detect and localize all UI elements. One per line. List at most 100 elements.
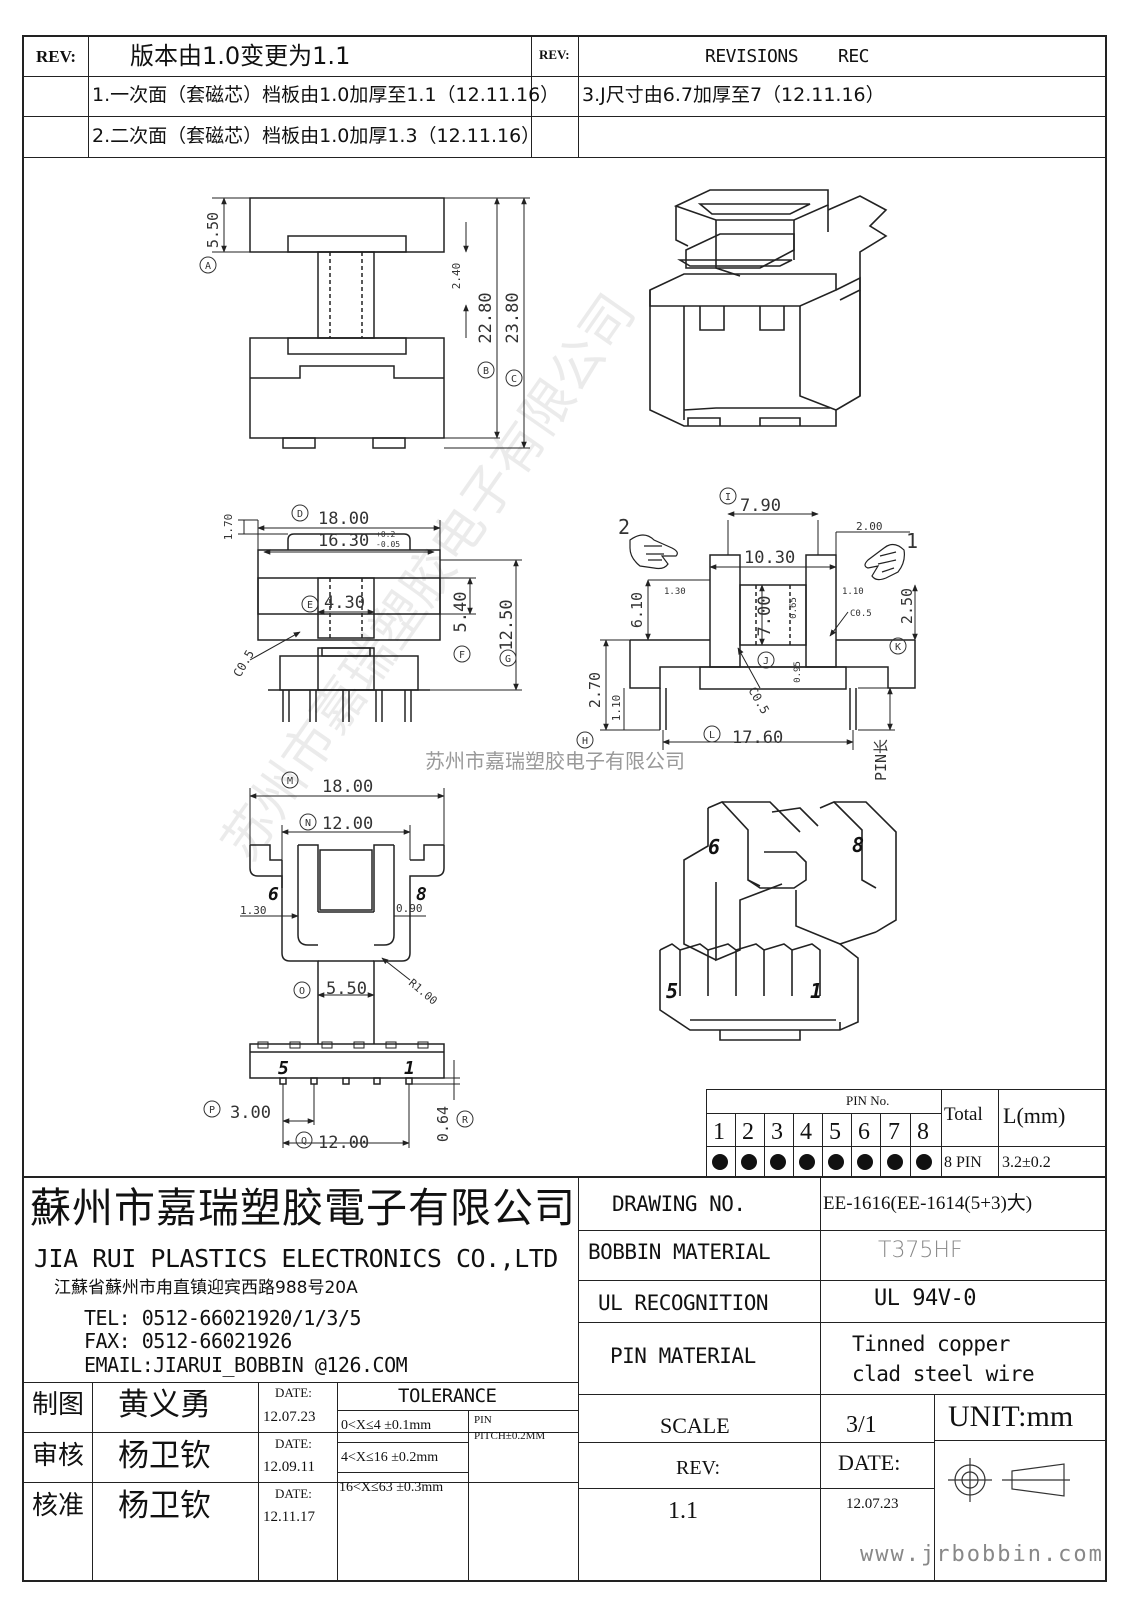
rev-label-2: REV:: [539, 47, 570, 62]
dim-r1: R1.00: [406, 976, 440, 1007]
svg-text:P: P: [209, 1105, 215, 1116]
pin-dot-2: [741, 1154, 757, 1170]
ul-recognition-label: UL RECOGNITION: [598, 1291, 769, 1315]
company-tel: TEL: 0512-66021920/1/3/5: [84, 1306, 361, 1330]
signoff-name-1: 黄义勇: [118, 1387, 211, 1423]
dim-a: 5.50: [204, 212, 222, 248]
pin-dot-7: [887, 1154, 903, 1170]
pin-dot-4: [799, 1154, 815, 1170]
drawing-sheet: [22, 35, 1107, 1582]
bobbin-material-label: BOBBIN MATERIAL: [588, 1240, 771, 1264]
svg-text:I: I: [725, 492, 731, 503]
watermark-center: 苏州市嘉瑞塑胶电子有限公司: [425, 749, 685, 773]
revision-item-1: 1.一次面（套磁芯）档板由1.0加厚至1.1（12.11.16）: [92, 84, 560, 106]
scale-value: 3/1: [846, 1412, 877, 1438]
drawing-no-value: EE-1616(EE-1614(5+3)大): [823, 1193, 1033, 1214]
change-title: 版本由1.0变更为1.1: [130, 42, 351, 70]
company-name-cn: 蘇州市嘉瑞塑胶電子有限公司: [30, 1184, 576, 1232]
dim-h: 6.10: [628, 592, 646, 628]
pin-label-1: 1: [404, 1058, 415, 1079]
pin-table-l-value: 3.2±0.2: [1002, 1154, 1051, 1171]
dim-d3: 1.70: [222, 514, 235, 541]
signoff-date-label-2: DATE:: [275, 1436, 312, 1451]
dim-j2: 0.65: [789, 597, 799, 619]
dim-l: 17.60: [732, 728, 783, 748]
isometric-view-top: [649, 189, 888, 427]
pointing-hand-icon-1: [864, 543, 905, 581]
pin-number-1: 1: [713, 1119, 725, 1145]
date-value-bottom: 12.07.23: [846, 1496, 899, 1512]
dim-d: 18.00: [318, 509, 369, 529]
dim-d2: 16.30: [318, 531, 369, 551]
svg-text:G: G: [505, 654, 511, 665]
pin-number-8: 8: [917, 1119, 929, 1145]
svg-text:M: M: [287, 776, 293, 787]
signoff-name-3: 杨卫钦: [118, 1488, 211, 1524]
third-angle-projection-icon: [948, 1458, 1070, 1502]
company-fax: FAX: 0512-66021926: [84, 1329, 292, 1353]
svg-text:K: K: [895, 642, 901, 653]
dim-m: 18.00: [322, 777, 373, 797]
dim-a2: 2.40: [450, 263, 463, 290]
pin-number-2: 2: [742, 1119, 754, 1145]
top-view: [238, 519, 522, 722]
pin-label-5: 5: [278, 1058, 289, 1079]
bobbin-material-value: T375HF: [878, 1238, 963, 1263]
dim-p1: 2.70: [586, 672, 604, 708]
pin-material-label: PIN MATERIAL: [610, 1344, 756, 1368]
dim-i3: 2.00: [856, 520, 883, 533]
svg-text:N: N: [305, 818, 311, 829]
pin-label-6: 6: [268, 884, 279, 905]
dim-j: 7.00: [755, 596, 775, 637]
rev-label-bottom: REV:: [676, 1457, 721, 1479]
svg-text:H: H: [582, 736, 588, 747]
pin-number-5: 5: [829, 1119, 841, 1145]
dim-d2-tol-minus: -0.05: [376, 540, 400, 549]
dim-q: 12.00: [318, 1133, 369, 1153]
dim-c: 23.80: [503, 292, 523, 343]
side-view: [600, 511, 918, 750]
dim-g: 12.50: [497, 599, 517, 650]
pin-table-total-label: Total: [944, 1104, 983, 1125]
iso-pin-label-8: 8: [852, 833, 864, 857]
unit-label: UNIT:mm: [948, 1400, 1074, 1433]
ul-recognition-value: UL 94V-0: [874, 1286, 976, 1311]
drawing-no-label: DRAWING NO.: [612, 1192, 746, 1216]
dim-i: 7.90: [740, 496, 781, 516]
revision-item-3: 3.J尺寸由6.7加厚至7（12.11.16）: [582, 84, 885, 106]
dim-j3: 1.10: [842, 587, 864, 597]
pin-material-value-1: Tinned copper: [852, 1332, 1010, 1356]
pin-label-8: 8: [416, 884, 427, 905]
pin-number-4: 4: [800, 1119, 812, 1145]
iso-pin-label-5: 5: [666, 979, 678, 1003]
callout-circles: [199, 256, 907, 1149]
rev-value-bottom: 1.1: [668, 1498, 698, 1524]
revision-item-2: 2.二次面（套磁芯）档板由1.0加厚1.3（12.11.16）: [92, 125, 541, 147]
dim-e: 4.30: [324, 593, 365, 613]
tolerance-pitch: PITCH±0.2MM: [474, 1430, 546, 1442]
signoff-name-2: 杨卫钦: [118, 1438, 211, 1474]
pin-dot-3: [770, 1154, 786, 1170]
dim-j5: 0.95: [793, 661, 803, 683]
dim-f: 5.40: [451, 592, 471, 633]
company-address: 江蘇省蘇州市甪直镇迎宾西路988号20A: [54, 1278, 358, 1298]
svg-text:J: J: [763, 656, 769, 667]
dim-i2: 10.30: [744, 548, 795, 568]
dim-c05-a: C0.5: [230, 647, 257, 679]
rec-header: REC: [838, 46, 870, 67]
signoff-date-label-3: DATE:: [275, 1486, 312, 1501]
scale-label: SCALE: [660, 1413, 730, 1438]
hand-label-2: 2: [618, 515, 630, 539]
pin-length-label: PIN长: [872, 739, 890, 781]
dim-d2-tol-plus: +0.2: [376, 530, 395, 539]
signoff-date-3: 12.11.17: [263, 1509, 315, 1525]
dim-j4: C0.5: [850, 609, 872, 619]
svg-text:D: D: [297, 509, 303, 520]
signoff-role-3: 核准: [32, 1491, 85, 1521]
svg-text:F: F: [459, 650, 465, 661]
dim-p2: 1.10: [610, 695, 623, 722]
front-view: [212, 197, 530, 449]
signoff-date-2: 12.09.11: [263, 1459, 315, 1475]
pin-dot-5: [828, 1154, 844, 1170]
